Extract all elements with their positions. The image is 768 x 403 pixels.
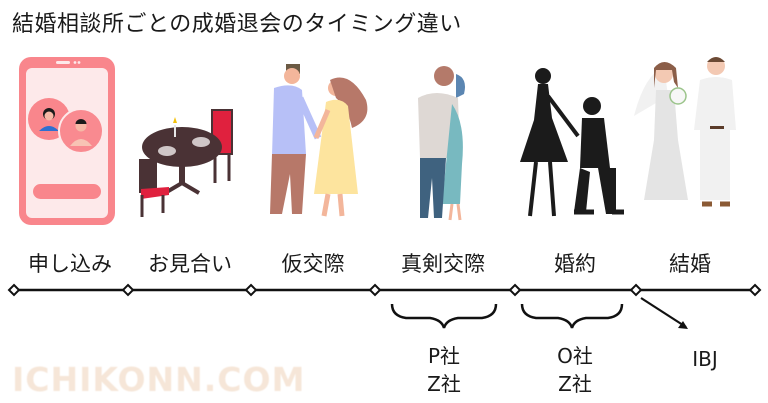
company-p: P社 <box>427 344 461 368</box>
company-list-shinken: P社 Z社 <box>427 342 461 398</box>
stage-label-engagement: 婚約 <box>554 252 596 276</box>
dinner-table-icon <box>139 109 233 217</box>
company-ibj: IBJ <box>692 347 718 371</box>
timeline-node-icon <box>7 283 762 297</box>
company-o: O社 <box>557 344 593 368</box>
smartphone-matching-icon <box>19 57 115 225</box>
company-list-konyaku: O社 Z社 <box>557 342 593 398</box>
couple-holding-hands-icon <box>270 64 368 217</box>
stage-label-kari-kousai: 仮交際 <box>281 252 345 276</box>
timeline <box>7 283 762 329</box>
hugging-couple-icon <box>418 66 465 221</box>
brace-konyaku-icon <box>520 303 624 329</box>
watermark: ICHIKONN.COM <box>12 360 306 399</box>
stage-label-shinken-kousai: 真剣交際 <box>401 252 485 276</box>
stage-label-marriage: 結婚 <box>669 252 711 276</box>
arrow-ibj-icon <box>640 297 687 328</box>
brace-shinken-icon <box>390 303 498 329</box>
stage-label-application: 申し込み <box>28 252 112 276</box>
stage-label-omiai: お見合い <box>148 252 232 276</box>
bride-and-groom-icon <box>634 57 736 207</box>
company-z: Z社 <box>558 372 592 396</box>
page-title: 結婚相談所ごとの成婚退会のタイミング違い <box>12 12 462 37</box>
company-list-kekkon: IBJ <box>692 345 718 373</box>
proposal-silhouette-icon <box>520 68 624 217</box>
company-z: Z社 <box>427 372 461 396</box>
